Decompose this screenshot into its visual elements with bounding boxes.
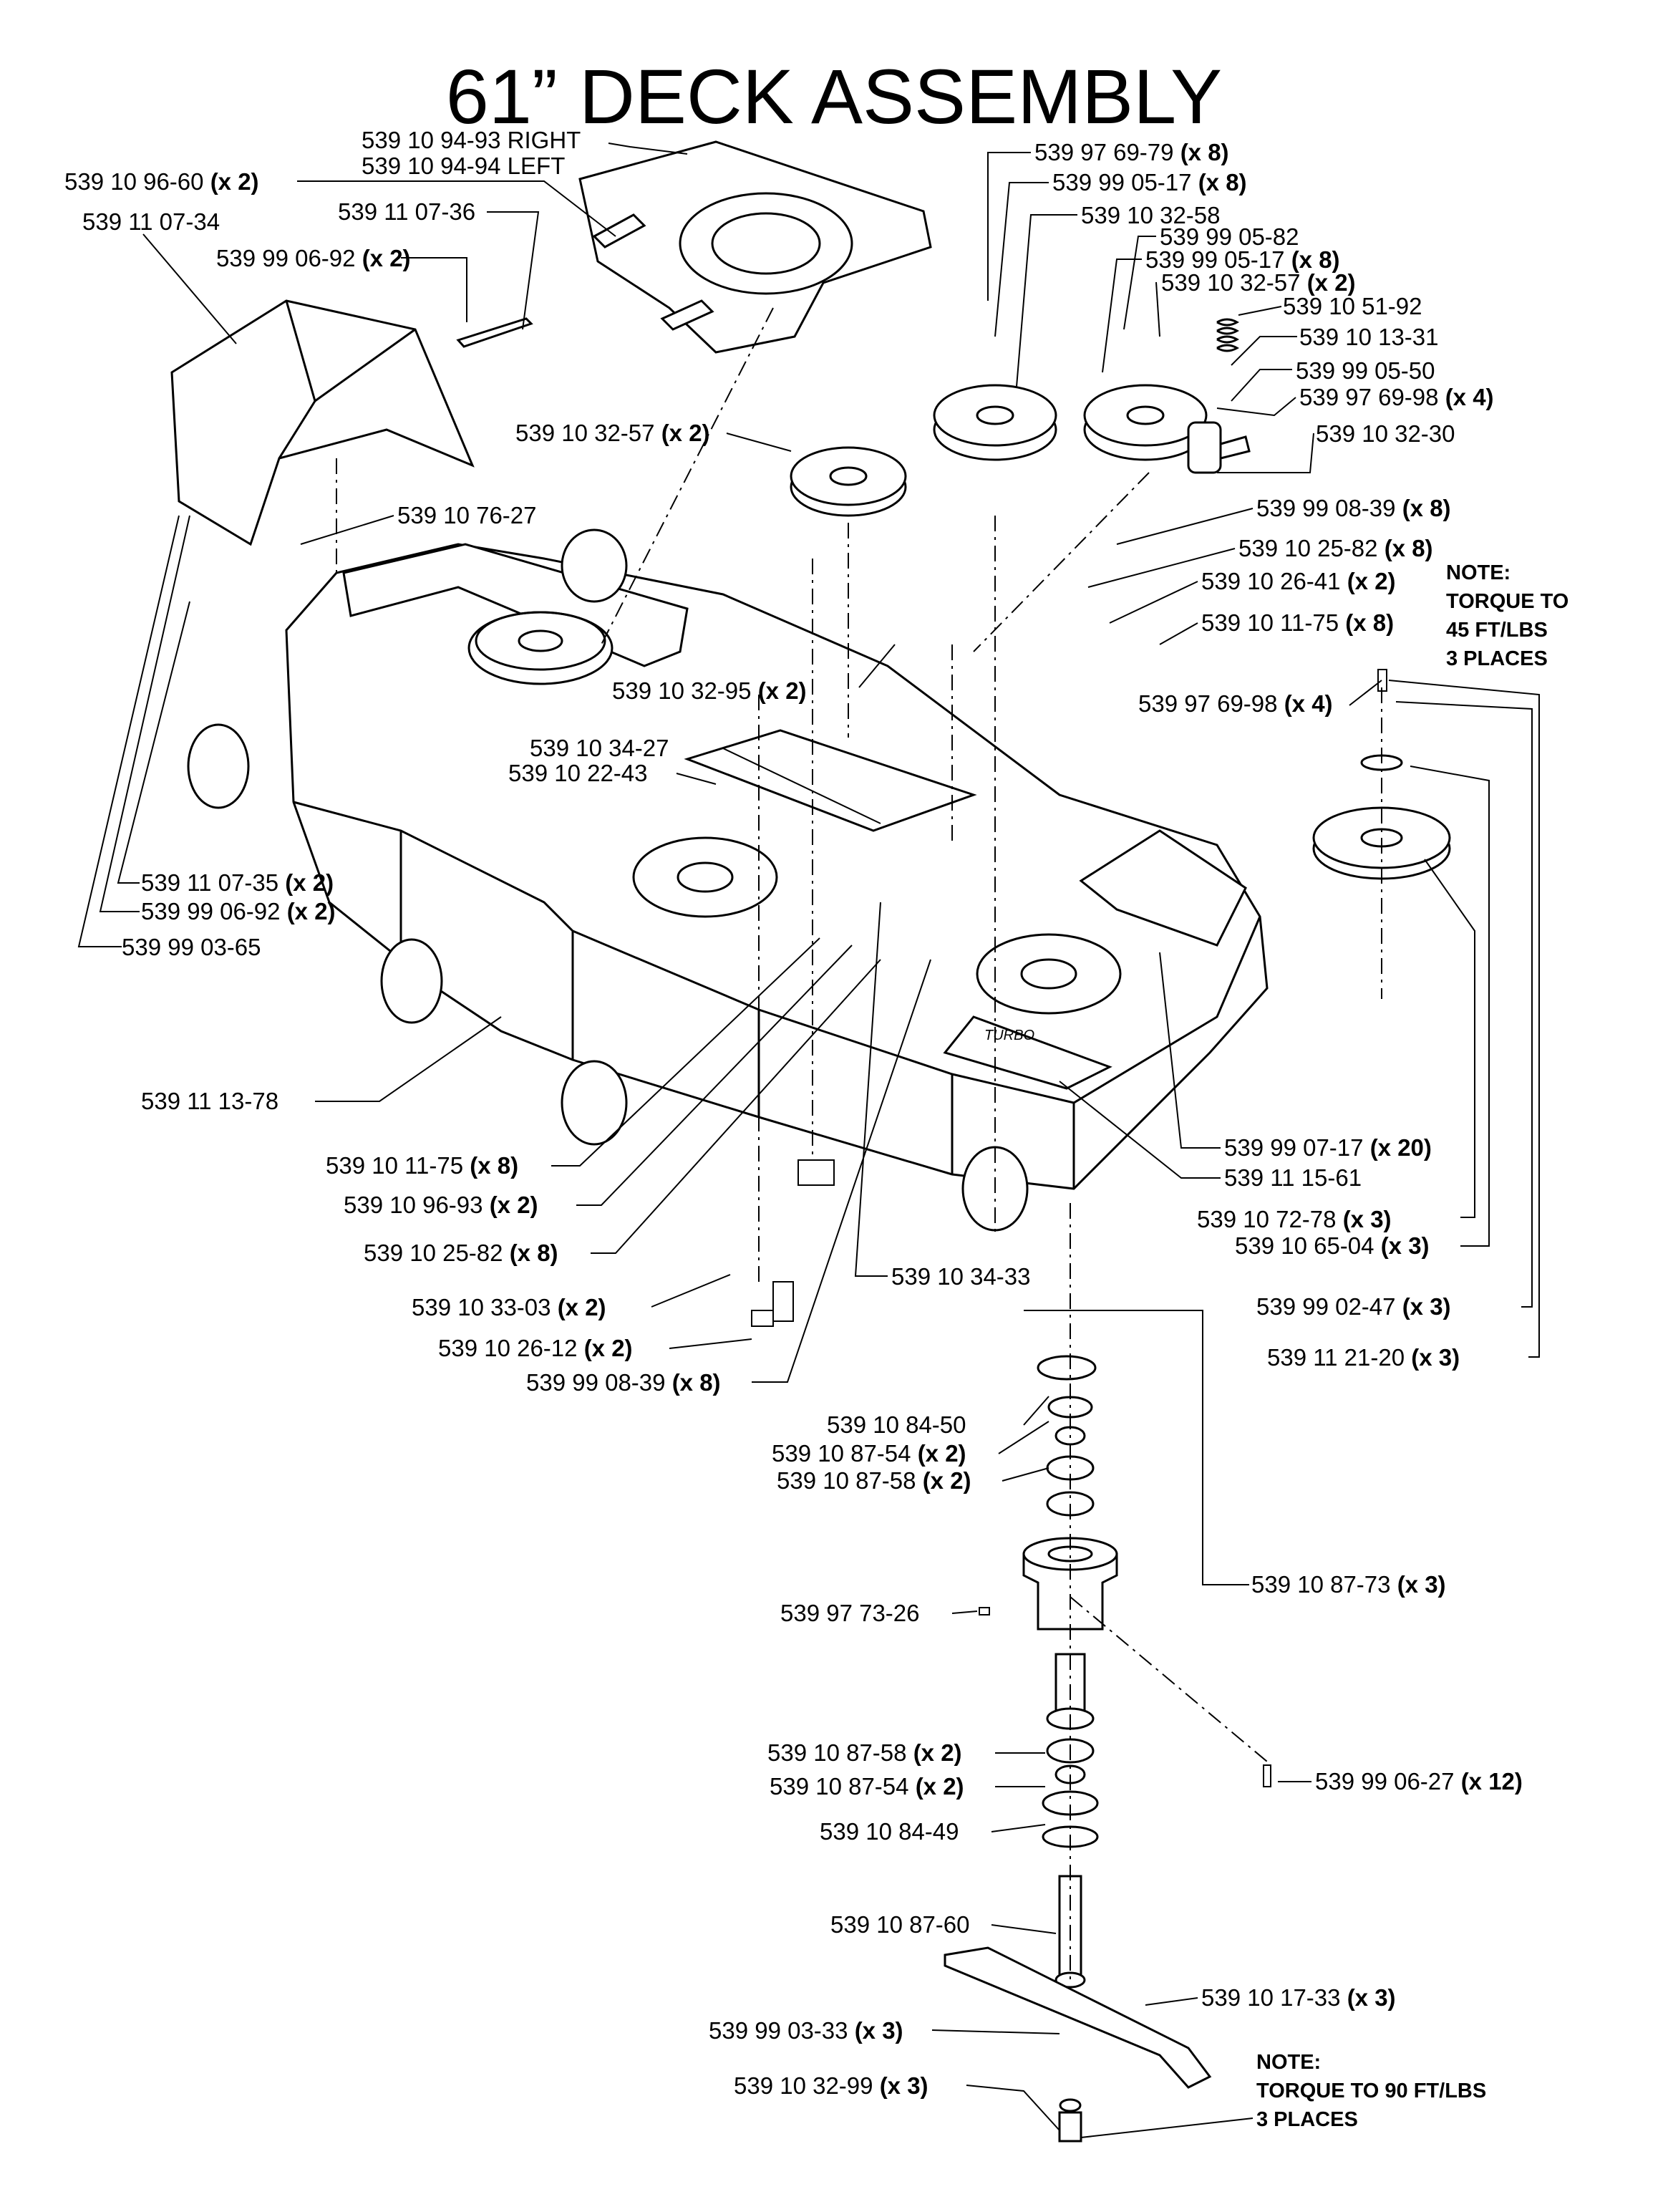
callout-label: 539 10 87-60 [830,1911,970,1938]
callout-label: 539 99 02-47 (x 3) [1256,1293,1451,1320]
callout-label: 539 99 06-27 (x 12) [1315,1768,1523,1795]
callout-label: 539 10 25-82 (x 8) [364,1240,558,1266]
callout-label: 539 11 15-61 [1224,1164,1362,1191]
belt-cover-plate [578,140,932,354]
callout-label: 539 99 05-50 [1296,357,1435,384]
callout-label: 539 97 69-79 (x 8) [1034,139,1229,165]
deck-spindle-pulley-left [467,611,614,685]
callout-label: 539 10 32-99 (x 3) [734,2072,928,2099]
callout-label: 539 99 03-65 [122,934,261,960]
callout-label: 539 10 96-93 (x 2) [344,1192,538,1218]
callout-label: 539 99 05-17 (x 8) [1145,246,1340,273]
callout-label: 539 10 34-33 [891,1263,1031,1290]
callout-label: 539 10 32-58 [1081,202,1221,228]
callout-label: 539 10 87-73 (x 3) [1251,1571,1446,1598]
callout-label: 539 10 72-78 (x 3) [1197,1206,1392,1232]
assembly-lines [336,307,1382,1984]
discharge-chute [170,299,533,546]
callout-label: 539 10 26-12 (x 2) [438,1335,633,1361]
callout-label: 539 97 73-26 [780,1600,920,1626]
callout-label: 539 11 07-36 [338,198,476,225]
callout-label: 539 10 84-50 [827,1411,966,1438]
callout-label: 539 10 87-54 (x 2) [772,1440,966,1467]
callout-label: 539 10 76-27 [397,502,537,528]
callout-label: 539 10 34-27 [530,735,669,761]
callout-label: 539 99 08-39 (x 8) [526,1369,721,1396]
callout-label: 539 10 32-95 (x 2) [612,677,807,704]
callout-label: 539 10 32-30 [1316,420,1455,447]
callout-label: 539 10 22-43 [508,760,648,786]
callout-label: 539 10 87-58 (x 2) [767,1739,962,1766]
callout-label: 539 99 07-17 (x 20) [1224,1134,1432,1161]
callout-label: 539 11 21-20 (x 3) [1267,1344,1460,1371]
callout-label: 539 99 03-33 (x 3) [709,2017,903,2044]
callout-label: 539 10 94-94 LEFT [362,153,566,179]
callout-label: 539 10 26-41 (x 2) [1201,568,1396,594]
callout-label: 539 10 33-03 (x 2) [412,1294,606,1320]
callout-label: 539 97 69-98 (x 4) [1299,384,1494,410]
callout-label: 539 10 13-31 [1299,324,1439,350]
callout-label: 539 10 87-58 (x 2) [777,1467,971,1494]
svg-text:TURBO: TURBO [984,1028,1034,1043]
idler-pulley-left [790,446,907,517]
callout-label: 539 10 11-75 (x 8) [1201,609,1395,636]
callout-label: 539 10 32-57 (x 2) [515,420,710,446]
idler-arm [1187,421,1251,474]
callout-label: 539 11 13-78 [141,1088,279,1114]
callout-label: 539 11 07-35 (x 2) [141,869,334,896]
callout-label: 539 10 51-92 [1283,293,1422,319]
callout-label: 539 99 05-82 [1160,223,1299,250]
callout-label: 539 99 05-17 (x 8) [1052,169,1247,195]
callout-label: 539 10 32-57 (x 2) [1161,269,1356,296]
idler-spring [1216,318,1240,352]
callout-label: 539 10 96-60 (x 2) [64,168,259,195]
hardware [751,669,1387,1787]
diagram-title: 61” DECK ASSEMBLY [445,53,1223,140]
callout-label: 539 11 07-34 [82,208,220,235]
callout-label: 539 10 65-04 (x 3) [1235,1232,1430,1259]
callout-label: 539 10 17-33 (x 3) [1201,1984,1396,2011]
callout-label: 539 99 06-92 (x 2) [141,898,336,924]
callout-label: 539 10 25-82 (x 8) [1238,535,1433,561]
callout-label: 539 10 84-49 [820,1818,959,1845]
idler-pulley-right [1083,384,1208,461]
anti-scalp-wheels [187,528,1029,1232]
callout-label: 539 10 87-54 (x 2) [770,1773,964,1800]
callout-label: 539 99 08-39 (x 8) [1256,495,1451,521]
callout-label: 539 10 11-75 (x 8) [326,1152,519,1179]
callout-label: 539 97 69-98 (x 4) [1138,690,1333,717]
mower-blade [944,1946,1212,2143]
callout-label: 539 10 94-93 RIGHT [362,127,581,153]
idler-pulley-center [933,384,1057,461]
